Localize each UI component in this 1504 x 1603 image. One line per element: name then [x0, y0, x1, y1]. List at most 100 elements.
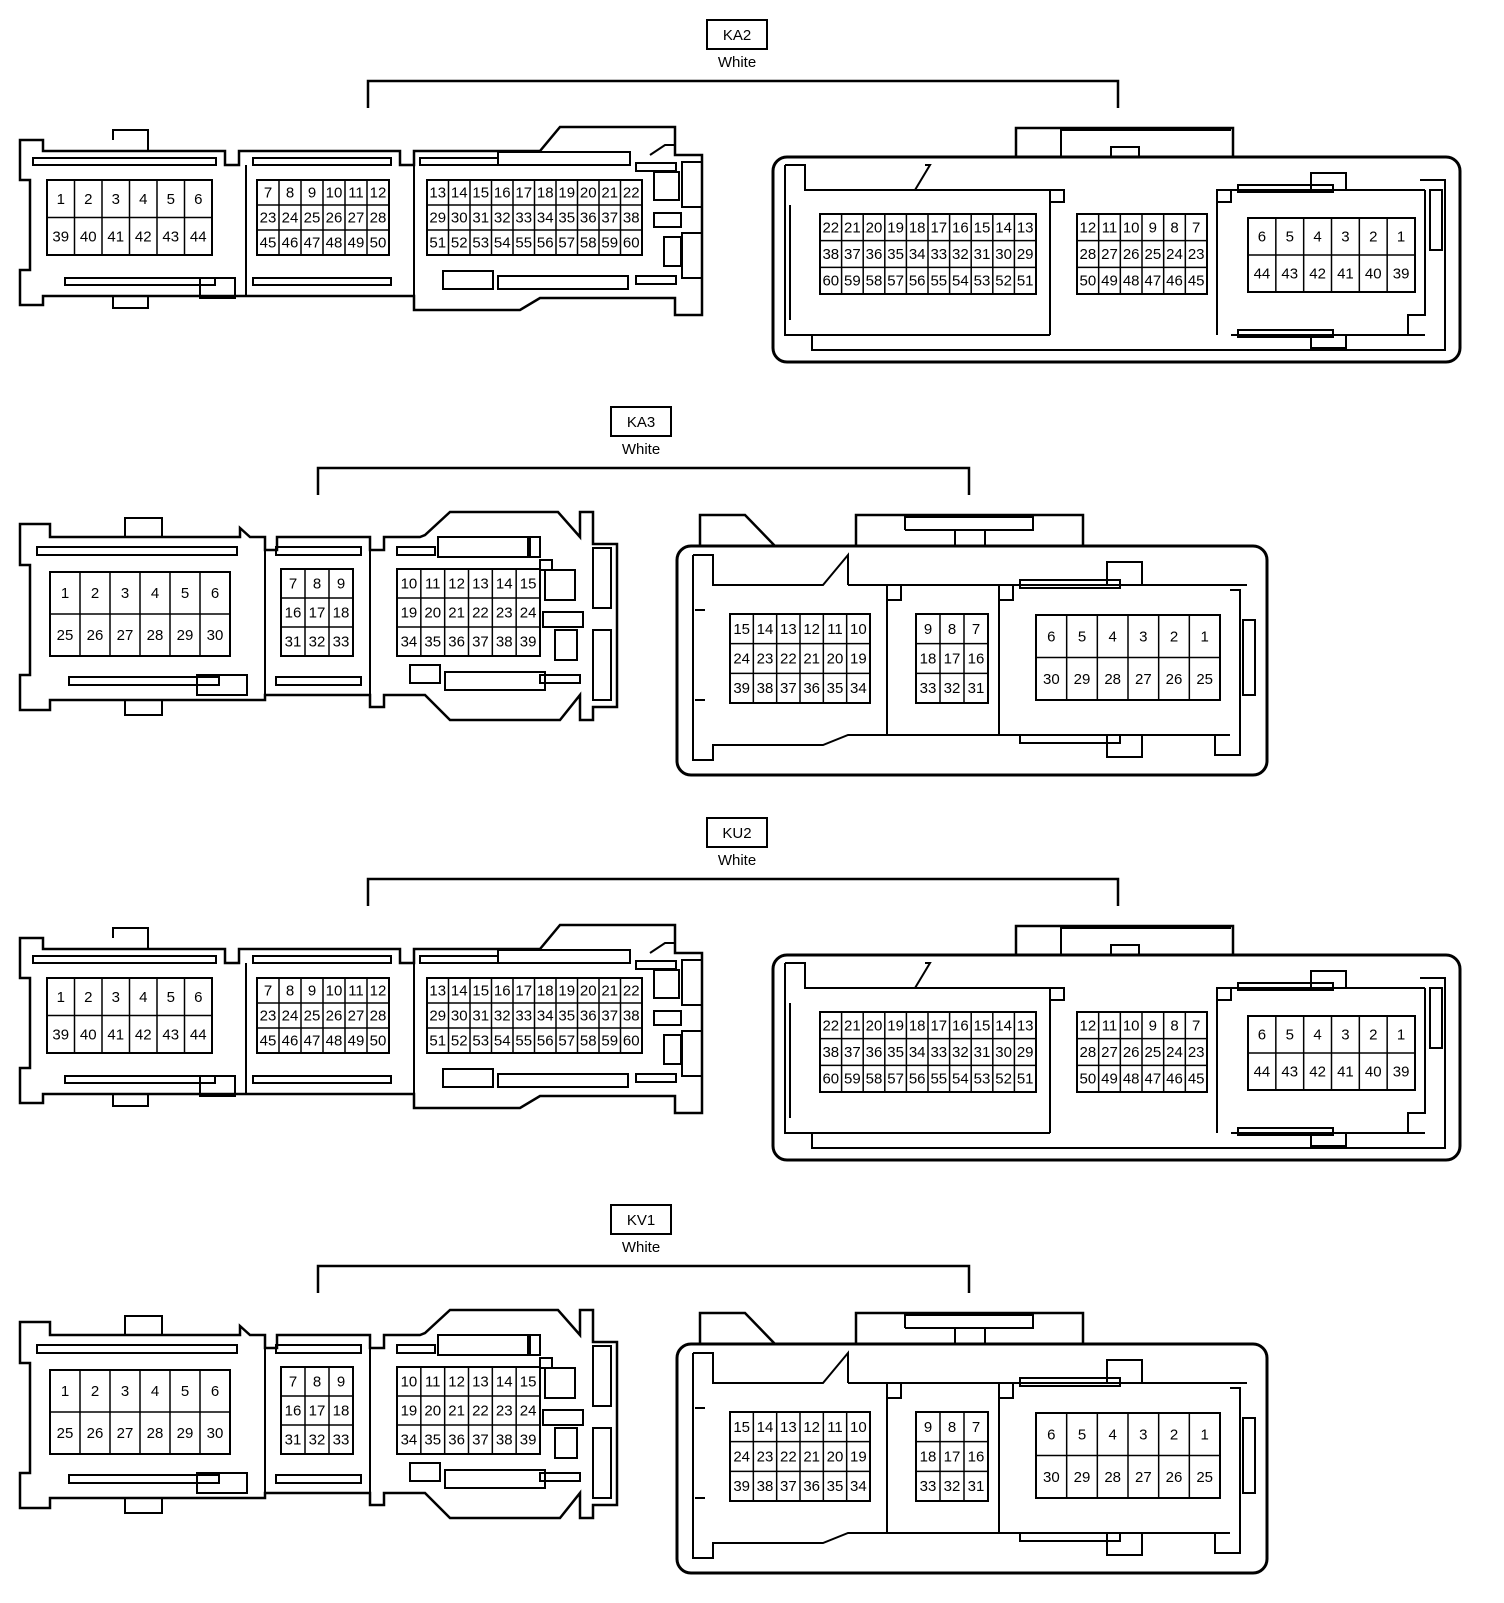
pin-number: 20 — [580, 185, 597, 202]
pin-number: 21 — [448, 1403, 465, 1420]
pin-number: 45 — [260, 1033, 277, 1050]
outline-rect — [419, 955, 499, 964]
pin-number: 39 — [733, 1478, 750, 1495]
pin-number: 33 — [920, 1478, 937, 1495]
pin-number: 22 — [822, 219, 839, 236]
pin-number: 19 — [401, 1403, 418, 1420]
pin-number: 49 — [1101, 273, 1118, 290]
pin-number: 19 — [558, 983, 575, 1000]
pin-number: 50 — [1079, 1071, 1096, 1088]
pin-number: 29 — [1074, 671, 1091, 688]
pin-number: 52 — [451, 1033, 468, 1050]
pin-number: 13 — [1017, 219, 1034, 236]
pin-number: 41 — [1337, 1064, 1354, 1081]
pin-number: 19 — [850, 1449, 867, 1466]
pin-number: 26 — [87, 1425, 104, 1442]
pin-number: 51 — [1017, 273, 1034, 290]
pin-number: 21 — [803, 651, 820, 668]
outline-path — [784, 963, 1446, 1149]
pin-number: 28 — [147, 627, 164, 644]
pin-number: 22 — [472, 1403, 489, 1420]
pin-number: 52 — [995, 273, 1012, 290]
pin-number: 30 — [995, 246, 1012, 263]
pin-number: 36 — [448, 1432, 465, 1449]
outline-rect — [1049, 189, 1065, 203]
outline-rect — [252, 1075, 392, 1084]
pin-number: 52 — [995, 1071, 1012, 1088]
connector-label-box — [610, 1204, 672, 1235]
outline-rect — [592, 547, 612, 609]
pin-number: 59 — [844, 273, 861, 290]
outline-rect — [409, 664, 441, 684]
outline-path — [1060, 129, 1231, 157]
connector-id-label: KA2 — [723, 27, 751, 44]
pin-number: 30 — [1043, 671, 1060, 688]
pin-number: 26 — [1166, 671, 1183, 688]
pin-number: 31 — [472, 210, 489, 227]
outline-rect — [539, 674, 581, 684]
pin-number: 60 — [822, 1071, 839, 1088]
pin-number: 6 — [211, 1383, 219, 1400]
pin-number: 39 — [733, 680, 750, 697]
outline-rect — [437, 536, 529, 558]
pin-number: 47 — [1144, 273, 1161, 290]
pin-number: 2 — [91, 1383, 99, 1400]
pin-number: 50 — [1079, 273, 1096, 290]
pin-number: 54 — [952, 273, 969, 290]
pin-number: 60 — [822, 273, 839, 290]
pin-number: 15 — [472, 185, 489, 202]
pin-number: 1 — [57, 989, 65, 1006]
outline-rect — [68, 676, 220, 686]
pin-number: 35 — [887, 246, 904, 263]
outline-rect — [36, 546, 238, 556]
pin-number: 24 — [282, 1008, 299, 1025]
outline-rect — [1429, 189, 1443, 251]
pin-number: 38 — [496, 634, 513, 651]
outline-path — [692, 555, 1230, 761]
pin-number: 12 — [448, 576, 465, 593]
pin-number: 12 — [803, 1419, 820, 1436]
outline-rect — [36, 1344, 238, 1354]
pin-number: 25 — [1144, 246, 1161, 263]
pin-number: 20 — [424, 1403, 441, 1420]
connector-id-label: KU2 — [722, 825, 751, 842]
pin-number: 39 — [1393, 1064, 1410, 1081]
outline-rect — [444, 671, 546, 691]
pin-number: 8 — [286, 983, 294, 1000]
outline-path — [695, 609, 705, 701]
pin-number: 18 — [333, 605, 350, 622]
pin-number: 47 — [304, 235, 321, 252]
pin-number: 31 — [285, 634, 302, 651]
outline-rect — [419, 157, 499, 166]
outline-path — [904, 1314, 1034, 1329]
pin-number: 36 — [803, 1478, 820, 1495]
outline-path — [1214, 1387, 1241, 1554]
pin-number: 26 — [1123, 246, 1140, 263]
pin-number: 6 — [1047, 1426, 1055, 1443]
outline-rect — [442, 270, 494, 290]
outline-path — [1310, 172, 1347, 190]
pin-number: 20 — [580, 983, 597, 1000]
outline-path — [18, 510, 619, 722]
pin-number: 29 — [429, 1008, 446, 1025]
pin-number: 22 — [822, 1017, 839, 1034]
pin-number: 3 — [1139, 628, 1147, 645]
outline-rect — [1237, 1127, 1334, 1136]
pin-number: 8 — [286, 185, 294, 202]
outline-rect — [196, 674, 248, 696]
pin-number: 27 — [1135, 1469, 1152, 1486]
pin-number: 5 — [167, 191, 175, 208]
pin-number: 8 — [948, 1419, 956, 1436]
pin-number: 1 — [1200, 1426, 1208, 1443]
pin-number: 2 — [84, 191, 92, 208]
pin-number: 26 — [1123, 1044, 1140, 1061]
outline-rect — [396, 546, 436, 556]
pin-number: 34 — [537, 1008, 554, 1025]
outline-rect — [681, 232, 703, 279]
pin-number: 57 — [558, 235, 575, 252]
pin-number: 12 — [803, 621, 820, 638]
pin-number: 39 — [520, 634, 537, 651]
pin-number: 59 — [601, 235, 618, 252]
pin-number: 7 — [1192, 1017, 1200, 1034]
